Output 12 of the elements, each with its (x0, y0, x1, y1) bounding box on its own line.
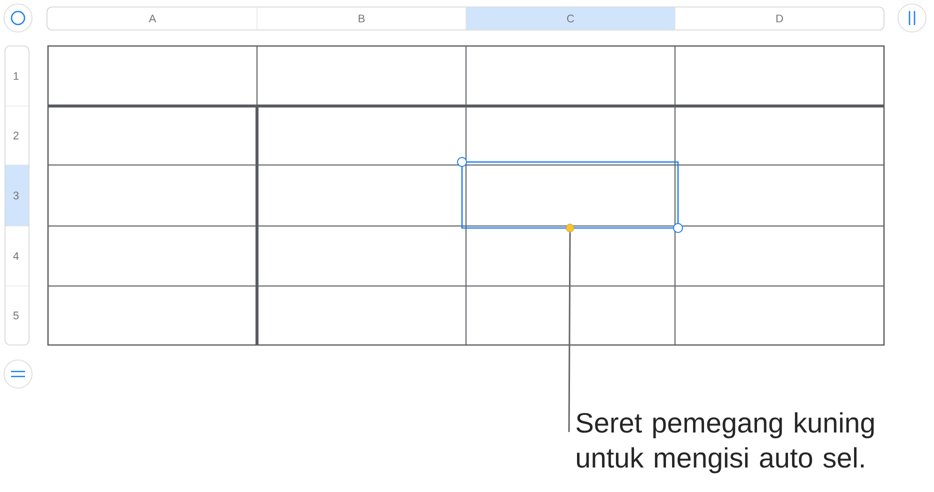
row-number: 4 (13, 252, 19, 260)
leader-line (568, 232, 571, 432)
row-number: 2 (14, 132, 19, 140)
callout-text: Seret pemegang kuning untuk mengisi auto sel. (576, 412, 874, 474)
row-number: 5 (13, 312, 19, 320)
column-letter: A (148, 14, 156, 22)
column-letter: C (567, 14, 574, 22)
fill-handle (566, 224, 574, 232)
row-number: 1 (14, 72, 19, 80)
column-letter: B (358, 14, 365, 22)
row-number: 3 (13, 192, 19, 200)
column-letter: D (776, 14, 783, 22)
